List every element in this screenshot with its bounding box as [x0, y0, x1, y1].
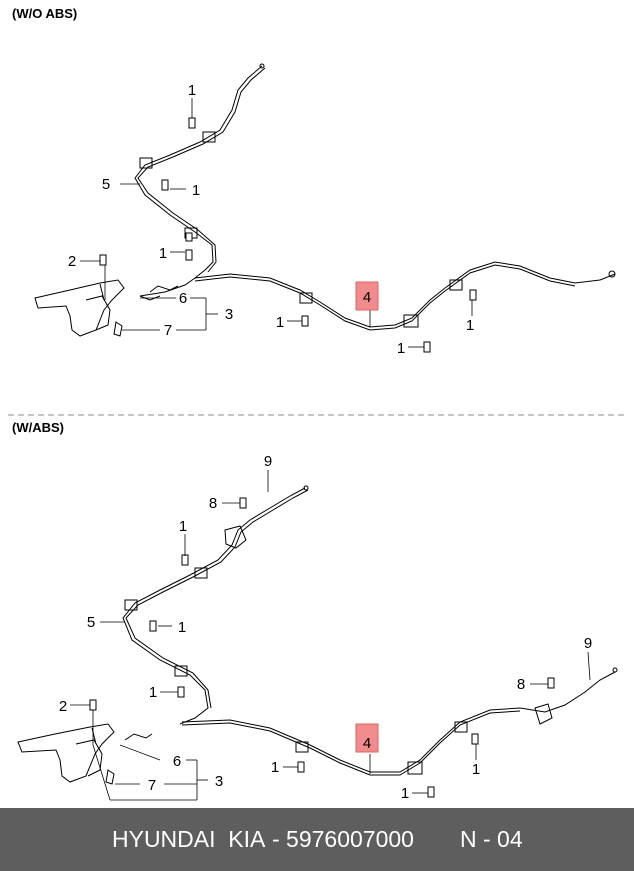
- abs-clamp-1: [194, 567, 208, 579]
- callout-w-c1b: 1: [178, 619, 186, 636]
- callout-w-c1c: 1: [149, 684, 157, 701]
- bolts-bottom: [89, 497, 555, 798]
- callout-w-c1a: 1: [179, 518, 187, 535]
- callout-w-c9a: 9: [264, 453, 272, 470]
- footer-page-ref: N - 04: [460, 826, 523, 852]
- abs-cable-end-lower: [612, 667, 618, 673]
- clamp-rear-1: [299, 292, 313, 304]
- abs-clamp-2: [124, 599, 138, 611]
- abs-front-cable-5-outer: [125, 489, 309, 709]
- highlight-box-4-top: [355, 281, 379, 311]
- abs-clamp-5: [407, 761, 423, 775]
- callout-wo-c4: 4: [363, 289, 371, 306]
- rear-cable-4: [194, 261, 616, 328]
- callout-wo-c1d: 1: [276, 314, 284, 331]
- clamp-front-mid: [139, 157, 153, 169]
- cable-end-rear: [608, 270, 616, 278]
- section-w-abs: [17, 470, 618, 801]
- callout-w-c1d: 1: [271, 759, 279, 776]
- abs-parking-brake-lever: [17, 723, 115, 783]
- callout-wo-c6: 6: [179, 290, 187, 307]
- callout-w-c8a: 8: [209, 495, 217, 512]
- abs-cable-end-upper: [303, 485, 309, 491]
- abs-clamp-3: [174, 665, 188, 677]
- callout-wo-c3: 3: [225, 306, 233, 323]
- leaders-top: [80, 98, 473, 348]
- highlight-box-4-bottom: [355, 723, 379, 753]
- footer-bar: HYUNDAI KIA - 5976007000 N - 04: [0, 808, 634, 871]
- callout-wo-c7: 7: [164, 322, 172, 339]
- abs-clamp-4: [295, 741, 309, 753]
- front-cable-5: [134, 65, 263, 297]
- callout-wo-c1a: 1: [188, 82, 196, 99]
- callout-w-c2: 2: [59, 698, 67, 715]
- callout-wo-c1b: 1: [192, 182, 200, 199]
- bolts-top: [99, 117, 477, 353]
- abs-equalizer: [124, 733, 153, 741]
- callout-w-c1f: 1: [401, 785, 409, 802]
- rear-cable-4-outer: [194, 264, 576, 331]
- leaders-bottom: [70, 470, 591, 801]
- equalizer: [139, 285, 179, 301]
- front-cable-5-outer: [137, 67, 266, 273]
- callout-w-c3: 3: [215, 773, 223, 790]
- clamp-rear-3: [449, 279, 463, 291]
- callout-w-c6: 6: [173, 753, 181, 770]
- footer-brand: HYUNDAI KIA: [112, 826, 266, 852]
- callout-wo-c1e: 1: [397, 340, 405, 357]
- callout-w-c8b: 8: [517, 676, 525, 693]
- section-wo-abs: [34, 63, 616, 353]
- cable-end-front: [259, 63, 265, 69]
- callout-w-c1e: 1: [472, 761, 480, 778]
- abs-bracket-upper: [224, 525, 247, 549]
- clamp-front-upper: [202, 131, 216, 143]
- lever-bracket: [85, 283, 111, 331]
- abs-rear-cable-4: [181, 671, 616, 773]
- clamp-rear-2: [403, 314, 419, 328]
- abs-front-cable-5: [122, 487, 306, 725]
- diagram-canvas: 1 5 1 1 2 6 3 7 4 1 1 1 9 8 1 5 1 1 2 6 3 7 4 1 1 9 8 1: [8, 63, 628, 802]
- callout-w-c4: 4: [363, 735, 371, 752]
- callout-w-c9b: 9: [584, 635, 592, 652]
- callout-w-c5: 5: [87, 614, 95, 631]
- parking-brake-lever: [34, 279, 125, 337]
- abs-bracket-lower: [534, 703, 553, 725]
- callout-wo-c2: 2: [68, 253, 76, 270]
- callout-wo-c1f: 1: [466, 317, 474, 334]
- abs-clamp-6: [454, 721, 468, 733]
- callout-w-c7: 7: [148, 777, 156, 794]
- abs-rear-cable-4-outer: [181, 710, 521, 776]
- callout-layer: 1 5 1 1 2 6 3 7 4 1 1 1 9 8 1 5 1 1 2 6 3 7 4 1 1 9 8 1: [59, 82, 592, 802]
- section-label-wo-abs: (W/O ABS): [12, 6, 78, 21]
- abs-lever-parts-7: [105, 769, 115, 785]
- footer-part-number: - 5976007000: [272, 826, 414, 852]
- lever-parts-7: [113, 321, 123, 337]
- callout-wo-c5: 5: [102, 176, 110, 193]
- callout-wo-c1c: 1: [159, 245, 167, 262]
- section-label-w-abs: (W/ABS): [12, 420, 64, 435]
